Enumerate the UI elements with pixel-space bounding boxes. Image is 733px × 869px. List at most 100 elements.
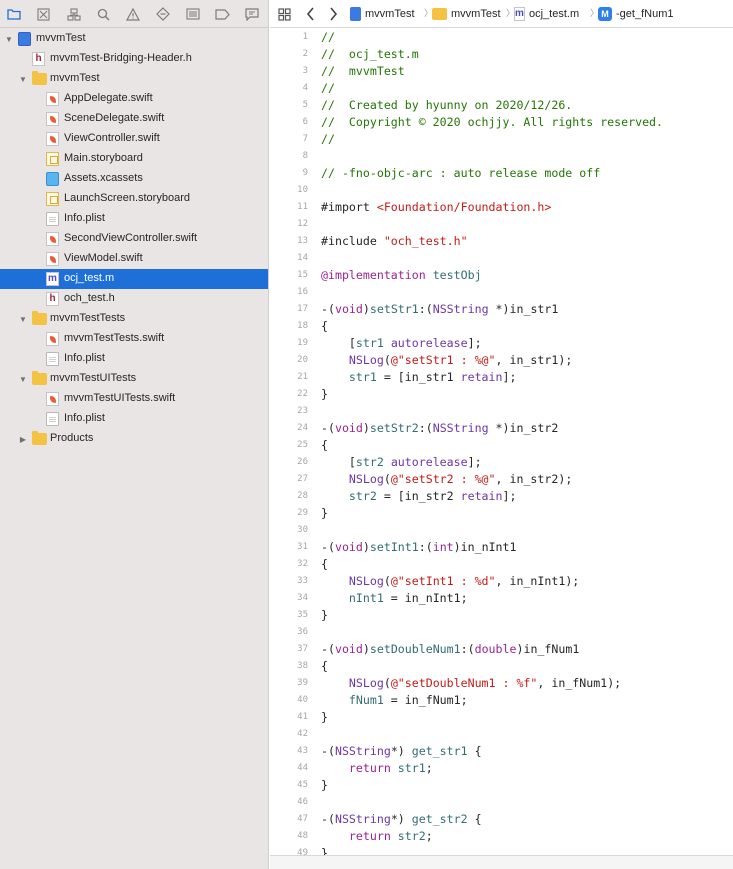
code-token-plain: ]; [467,455,482,469]
code-token-plain: -( [321,302,335,316]
code-line: 18{ [270,318,733,335]
code-token-keyword: int [432,540,454,554]
debug-icon[interactable] [185,6,201,22]
file-tree-row[interactable]: Main.storyboard [0,149,268,169]
method-icon: M [598,7,612,21]
breadcrumb-item[interactable]: mvvmTest [432,6,501,22]
code-token-plain: ( [383,676,391,690]
file-tree-row[interactable]: Info.plist [0,209,268,229]
code-token-plain [384,336,391,350]
disclosure-collapsed-icon[interactable]: ▶ [19,434,27,444]
storyboard-icon [46,152,59,166]
code-text: // mvvmTest [321,64,405,78]
forward-chevron-icon[interactable] [328,6,338,22]
code-token-comment: // ocj_test.m [321,47,419,61]
line-number: 33 [297,576,308,586]
file-tree-label: mvvmTest-Bridging-Header.h [50,52,192,64]
code-line: 28 str2 = [in_str2 retain]; [270,488,733,505]
file-tree-label: Products [50,432,94,444]
folder-icon[interactable] [6,6,22,22]
breadcrumb-item[interactable]: M-get_fNum1 [598,6,673,22]
disclosure-expanded-icon[interactable]: ▼ [19,74,27,84]
line-number: 21 [297,372,308,382]
related-items-grid-icon[interactable] [278,6,291,22]
disclosure-expanded-icon[interactable]: ▼ [5,34,13,44]
file-tree-label: ViewModel.swift [64,252,143,264]
code-text: { [321,557,328,571]
warning-icon[interactable] [125,6,141,22]
file-tree-row[interactable]: Info.plist [0,409,268,429]
file-tree-row[interactable]: Info.plist [0,349,268,369]
code-token-plain: } [321,608,328,622]
line-number: 42 [297,729,308,739]
code-token-plain: )in_nInt1 [453,540,517,554]
report-icon[interactable] [244,6,260,22]
test-diamond-icon[interactable] [155,6,171,22]
swift-file-icon [46,332,59,346]
breadcrumb-label: mvvmTest [365,8,415,20]
file-tree-row[interactable]: mvvmTestTests.swift [0,329,268,349]
code-token-method: testObj [432,268,482,282]
file-tree-row[interactable]: Assets.xcassets [0,169,268,189]
code-text: } [321,387,328,401]
line-number: 45 [297,780,308,790]
code-token-plain: , in_str1); [495,353,573,367]
code-token-type: autorelease [390,336,468,350]
file-tree-row[interactable]: SceneDelegate.swift [0,109,268,129]
file-tree-row[interactable]: SecondViewController.swift [0,229,268,249]
code-token-plain [321,693,349,707]
file-tree-row[interactable]: ▼mvvmTestUITests [0,369,268,389]
breadcrumb-item[interactable]: mvvmTest [350,6,415,22]
code-token-string: <Foundation/Foundation.h> [376,200,552,214]
code-line: 5// Created by hyunny on 2020/12/26. [270,97,733,114]
file-tree-row[interactable]: ▼mvvmTestTests [0,309,268,329]
search-icon[interactable] [95,6,111,22]
back-chevron-icon[interactable] [306,6,316,22]
line-number: 31 [297,542,308,552]
code-line: 43-(NSString*) get_str1 { [270,743,733,760]
code-token-plain: *)in_str1 [488,302,559,316]
breakpoint-icon[interactable] [215,6,231,22]
file-tree-row[interactable]: mvvmTestUITests.swift [0,389,268,409]
line-number: 14 [297,253,308,263]
line-number: 40 [297,695,308,705]
code-token-plain: ) [362,642,370,656]
code-token-plain: #import [321,200,377,214]
code-token-plain: :( [418,421,433,435]
code-token-type: NSLog [348,472,384,486]
code-text: -(void)setStr1:(NSString *)in_str1 [321,302,558,316]
file-tree-row[interactable]: ViewController.swift [0,129,268,149]
breadcrumb-separator-icon: 〉 [590,8,600,18]
code-text: { [321,438,328,452]
file-tree-row[interactable]: ▼mvvmTest [0,29,268,49]
source-control-icon[interactable] [36,6,52,22]
code-line: 46 [270,794,733,811]
code-token-method: setDoubleNum1 [369,642,461,656]
file-tree-row[interactable]: LaunchScreen.storyboard [0,189,268,209]
code-token-comment: // Created by hyunny on 2020/12/26. [321,98,573,112]
code-token-plain: ( [383,353,391,367]
file-tree-row[interactable]: AppDelegate.swift [0,89,268,109]
code-line: 11#import <Foundation/Foundation.h> [270,199,733,216]
disclosure-expanded-icon[interactable]: ▼ [19,314,27,324]
code-token-method: get_str2 [411,812,468,826]
hierarchy-icon[interactable] [66,6,82,22]
file-tree-label: mvvmTestTests.swift [64,332,165,344]
file-tree-row[interactable]: ▶ Products [0,429,268,449]
file-tree-row[interactable]: ViewModel.swift [0,249,268,269]
line-number: 22 [297,389,308,399]
line-number: 16 [297,287,308,297]
code-token-method: nInt1 [348,591,384,605]
code-text: return str2; [321,829,433,843]
code-line: 48 return str2; [270,828,733,845]
navigator-toolbar [0,0,269,28]
code-token-plain [321,489,349,503]
file-tree-row[interactable]: ▼mvvmTest [0,69,268,89]
disclosure-expanded-icon[interactable]: ▼ [19,374,27,384]
